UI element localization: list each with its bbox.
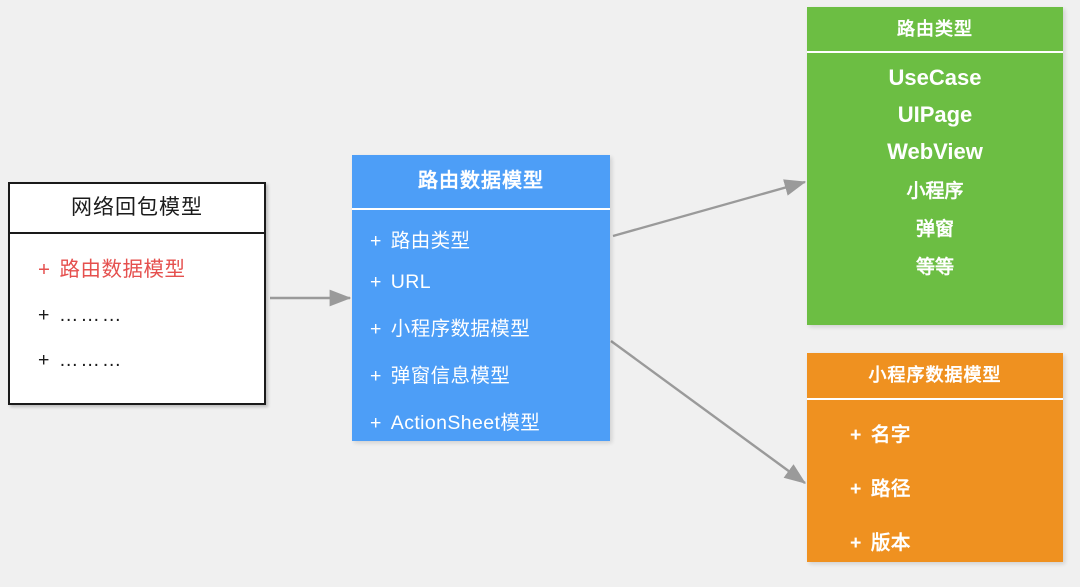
class-member-label: 版本 <box>870 532 911 554</box>
class-member-label: ……… <box>58 304 124 326</box>
class-title-route-type: 路由类型 <box>807 7 1063 53</box>
plus-icon: + <box>370 318 382 340</box>
class-title-route-data-model: 路由数据模型 <box>352 155 610 210</box>
plus-icon: + <box>850 532 862 554</box>
class-member-row: + ……… <box>38 304 264 327</box>
plus-icon: + <box>38 304 50 326</box>
plus-icon: + <box>850 478 862 500</box>
enum-value-row: WebView <box>887 139 983 164</box>
class-member-row: + 路径 <box>850 472 1063 501</box>
class-member-row: + 路由数据模型 <box>38 252 264 282</box>
plus-icon: + <box>38 258 51 281</box>
class-box-route-data-model[interactable]: 路由数据模型 + 路由类型 + URL + 小程序数据模型 + 弹窗信息模型 + Acti… <box>352 155 610 441</box>
class-box-network-packet-model[interactable]: 网络回包模型 + 路由数据模型 + ……… + ……… <box>8 182 266 405</box>
class-member-row: + URL <box>370 271 610 294</box>
enum-value-row: UseCase <box>888 65 982 90</box>
class-members-route-type: UseCase UIPage WebView 小程序 弹窗 等等 <box>807 53 1063 279</box>
class-member-row: + 路由类型 <box>370 224 610 253</box>
plus-icon: + <box>370 230 382 252</box>
class-box-mini-program-data-model[interactable]: 小程序数据模型 + 名字 + 路径 + 版本 <box>807 353 1063 562</box>
enum-value-row: 等等 <box>915 257 954 278</box>
plus-icon: + <box>370 412 382 434</box>
plus-icon: + <box>38 349 50 371</box>
class-member-row: + 版本 <box>850 526 1063 555</box>
class-member-label: ActionSheet模型 <box>390 412 541 434</box>
class-members-route-data-model: + 路由类型 + URL + 小程序数据模型 + 弹窗信息模型 + ActionSheet… <box>352 210 610 435</box>
enum-value-row: 小程序 <box>906 181 964 202</box>
class-member-row: + ……… <box>38 349 264 372</box>
class-members-network-packet-model: + 路由数据模型 + ……… + ……… <box>10 234 264 372</box>
class-member-row: + 名字 <box>850 418 1063 447</box>
class-member-row: + ActionSheet模型 <box>370 406 610 435</box>
class-member-label: 名字 <box>870 424 911 446</box>
class-member-label: 路由类型 <box>390 230 471 252</box>
class-members-mini-program-data-model: + 名字 + 路径 + 版本 <box>807 400 1063 555</box>
class-member-label: ……… <box>58 349 124 371</box>
plus-icon: + <box>370 365 382 387</box>
class-box-route-type[interactable]: 路由类型 UseCase UIPage WebView 小程序 弹窗 等等 <box>807 7 1063 325</box>
class-member-row: + 小程序数据模型 <box>370 312 610 341</box>
class-member-label: URL <box>390 271 432 293</box>
enum-value-row: 弹窗 <box>915 219 954 240</box>
plus-icon: + <box>370 271 382 293</box>
class-member-label: 小程序数据模型 <box>390 318 531 340</box>
class-member-label: 路径 <box>870 478 911 500</box>
class-title-network-packet-model: 网络回包模型 <box>10 184 264 234</box>
enum-value-row: UIPage <box>897 102 973 127</box>
class-member-label: 路由数据模型 <box>59 258 186 281</box>
class-member-label: 弹窗信息模型 <box>390 365 511 387</box>
connector-route-to-miniprogram <box>610 340 806 484</box>
class-member-row: + 弹窗信息模型 <box>370 359 610 388</box>
connector-route-to-routetype <box>612 179 807 238</box>
class-title-mini-program-data-model: 小程序数据模型 <box>807 353 1063 400</box>
plus-icon: + <box>850 424 862 446</box>
